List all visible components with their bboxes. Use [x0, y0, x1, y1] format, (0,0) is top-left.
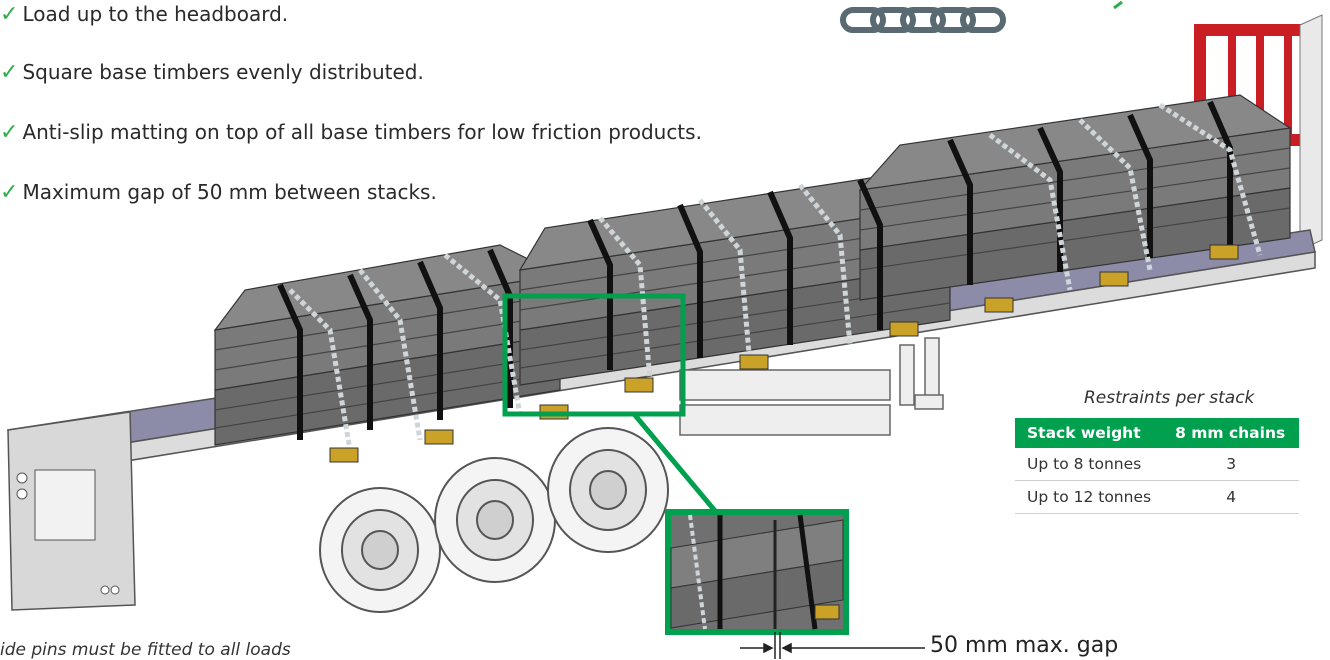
table-cell: Up to 8 tonnes: [1015, 448, 1164, 481]
callout-line: [632, 412, 718, 514]
checklist-item-4: ✓Maximum gap of 50 mm between stacks.: [0, 180, 437, 205]
chain-icon: [840, 7, 1006, 33]
small-check-icon: [1113, 0, 1123, 10]
table-cell: 4: [1163, 480, 1300, 514]
check-icon: ✓: [0, 60, 19, 85]
restraints-table: Stack weight 8 mm chains Up to 8 tonnes …: [1015, 418, 1300, 514]
highlight-box: [502, 293, 686, 417]
table-row: Up to 8 tonnes 3: [1015, 448, 1300, 481]
table-row: Up to 12 tonnes 4: [1015, 480, 1300, 514]
trailer-chassis: [679, 337, 944, 436]
wheels: [319, 427, 669, 613]
checklist-text: Load up to the headboard.: [22, 2, 289, 26]
table-header-chains: 8 mm chains: [1163, 418, 1300, 448]
check-icon: ✓: [0, 2, 19, 27]
footnote: ide pins must be fitted to all loads: [0, 640, 291, 660]
inset-zoom: [665, 509, 849, 635]
checklist-text: Anti-slip matting on top of all base tim…: [22, 120, 702, 144]
table-header-row: Stack weight 8 mm chains: [1015, 418, 1300, 448]
checklist-text: Maximum gap of 50 mm between stacks.: [22, 180, 437, 204]
restraints-caption: Restraints per stack: [1084, 388, 1255, 408]
check-icon: ✓: [0, 180, 19, 205]
gap-dimension: [740, 632, 925, 659]
table-cell: Up to 12 tonnes: [1015, 480, 1164, 514]
straps: [277, 100, 1233, 440]
base-timbers: [329, 244, 1239, 463]
chains: [288, 102, 1263, 451]
table-header-stack-weight: Stack weight: [1015, 418, 1164, 448]
table-cell: 3: [1163, 448, 1300, 481]
checklist-item-2: ✓Square base timbers evenly distributed.: [0, 60, 424, 85]
checklist-text: Square base timbers evenly distributed.: [22, 60, 424, 84]
checklist-item-3: ✓Anti-slip matting on top of all base ti…: [0, 120, 702, 145]
checklist-item-1: ✓Load up to the headboard.: [0, 2, 288, 27]
gap-label: 50 mm max. gap: [930, 633, 1119, 658]
check-icon: ✓: [0, 120, 19, 145]
